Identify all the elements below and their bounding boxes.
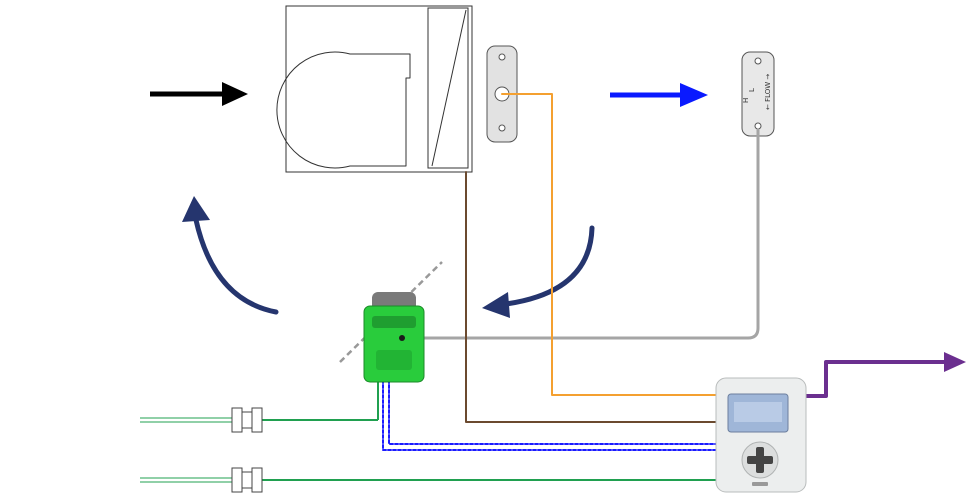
drain-pan-outline	[272, 164, 518, 240]
coil-icon	[427, 7, 469, 169]
network-bus-output	[802, 352, 966, 398]
pipe-union-icon	[231, 407, 263, 433]
flow-pickup-icon: H L ← FLOW →	[741, 51, 775, 137]
pressure-tube	[400, 128, 760, 340]
pipe-upper	[140, 380, 379, 423]
supply-airflow-arrow	[610, 83, 708, 107]
comm-cable-outer	[382, 379, 717, 451]
sensor-wire	[501, 93, 717, 396]
comm-cable-inner	[388, 379, 717, 445]
return-airflow-arrow-right	[482, 225, 595, 318]
centrifugal-fan-icon	[276, 51, 411, 169]
probe-low-label: L	[748, 88, 756, 92]
damper-actuator-icon	[363, 292, 425, 383]
pipe-lower	[140, 477, 716, 483]
probe-high-label: H	[742, 98, 750, 103]
return-airflow-arrow-left	[182, 196, 279, 315]
pipe-union-icon	[231, 467, 263, 493]
thermostat-controller-icon	[715, 377, 807, 493]
intake-airflow-arrow	[150, 82, 248, 106]
probe-flow-label: ← FLOW →	[764, 74, 772, 110]
coil-control-wire	[465, 171, 717, 423]
